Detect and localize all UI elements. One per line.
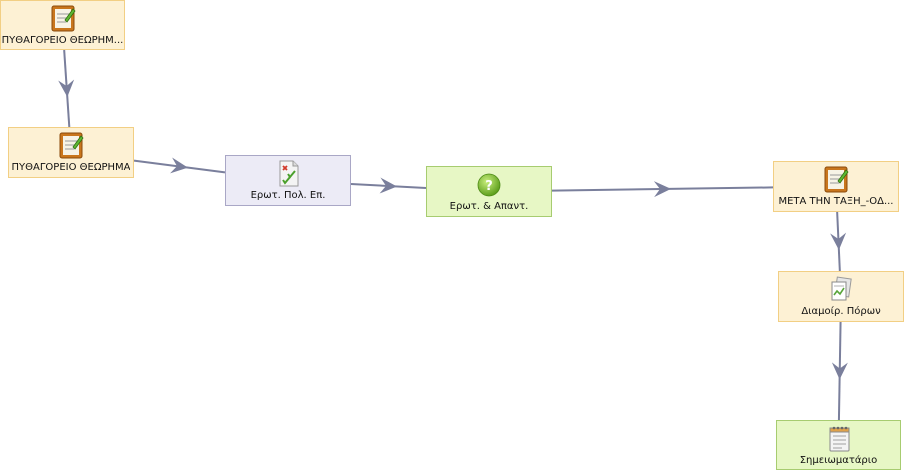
activity-node-share-resources[interactable]: Διαμοίρ. Πόρων: [778, 271, 904, 322]
edge-arrowhead-6: [831, 362, 848, 380]
notepad-icon: [824, 166, 849, 193]
node-label: Σημειωματάριο: [799, 455, 878, 466]
edge-arrowhead-4: [653, 181, 671, 198]
activity-node-resource-3[interactable]: ΜΕΤΑ ΤΗΝ ΤΑΞΗ_-ΟΔ...: [773, 161, 899, 212]
node-label: ΠΥΘΑΓΟΡΕΙΟ ΘΕΩΡΗΜΑ: [11, 162, 131, 173]
edge-arrowhead-1: [58, 79, 75, 97]
edge-arrowhead-2: [170, 157, 188, 174]
node-label: Διαμοίρ. Πόρων: [801, 306, 881, 317]
edge-arrowhead-3: [379, 177, 397, 194]
question-icon: ?: [477, 173, 501, 197]
activity-node-notebook[interactable]: Σημειωματάριο: [776, 420, 901, 470]
node-label: Ερωτ. & Απαντ.: [449, 201, 529, 212]
svg-text:?: ?: [485, 179, 493, 194]
notepad-icon: [51, 5, 76, 32]
node-label: Ερωτ. Πολ. Επ.: [250, 190, 326, 201]
activity-node-resource-2[interactable]: ΠΥΘΑΓΟΡΕΙΟ ΘΕΩΡΗΜΑ: [8, 127, 134, 178]
node-label: ΠΥΘΑΓΟΡΕΙΟ ΘΕΩΡΗΜ...: [1, 35, 124, 46]
edge-arrowhead-5: [830, 232, 847, 250]
notepad-icon: [59, 132, 84, 159]
activity-node-qa[interactable]: ? Ερωτ. & Απαντ.: [426, 166, 552, 217]
node-label: ΜΕΤΑ ΤΗΝ ΤΑΞΗ_-ΟΔ...: [778, 196, 894, 207]
shared-docs-icon: [831, 276, 852, 301]
activity-node-quiz[interactable]: Ερωτ. Πολ. Επ.: [225, 155, 351, 206]
quiz-check-icon: [279, 160, 299, 187]
notebook-icon: [829, 426, 849, 452]
activity-node-resource-1[interactable]: ΠΥΘΑΓΟΡΕΙΟ ΘΕΩΡΗΜ...: [0, 0, 125, 50]
